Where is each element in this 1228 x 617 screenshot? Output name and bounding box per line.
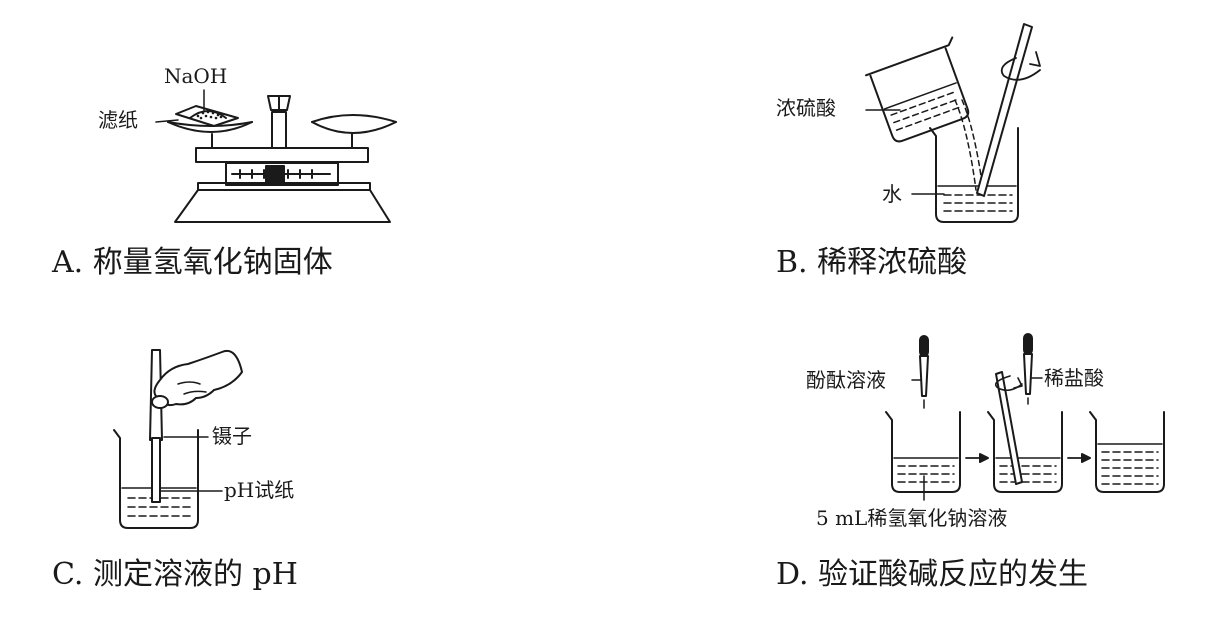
naoh-label: NaOH xyxy=(164,64,228,88)
filter-paper-label: 滤纸 xyxy=(98,108,138,132)
caption-b: B. 稀释浓硫酸 xyxy=(776,245,968,280)
balance-apparatus xyxy=(155,89,397,223)
dilute-hcl-label: 稀盐酸 xyxy=(1044,366,1104,390)
ph-paper-label: pH试纸 xyxy=(224,478,295,502)
neutralization-apparatus xyxy=(885,333,1165,501)
dilution-apparatus xyxy=(864,23,1041,223)
water-label: 水 xyxy=(882,182,902,206)
ph-test-apparatus xyxy=(113,349,243,529)
tweezers-label: 镊子 xyxy=(212,424,252,448)
caption-d: D. 验证酸碱反应的发生 xyxy=(776,557,1089,592)
caption-a: A. 称量氢氧化钠固体 xyxy=(52,245,333,280)
phenolphthalein-label: 酚酞溶液 xyxy=(806,368,886,392)
caption-c: C. 测定溶液的 pH xyxy=(52,557,298,592)
naoh-solution-label: 5 mL稀氢氧化钠溶液 xyxy=(816,506,1008,530)
conc-sulfuric-acid-label: 浓硫酸 xyxy=(776,96,836,120)
